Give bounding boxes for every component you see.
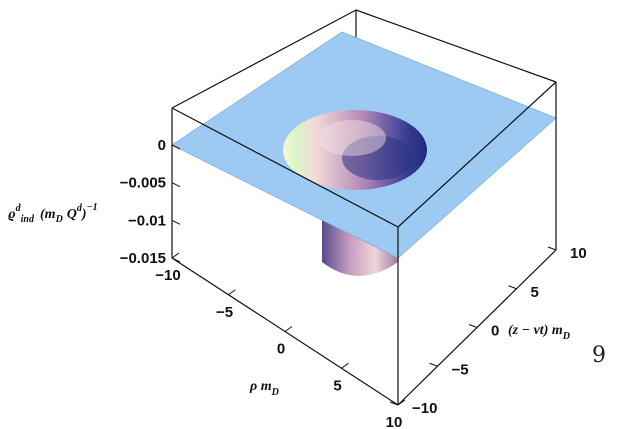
x-axis-ticks: −10 −5 0 5 10 <box>155 252 406 429</box>
z-axis-ticks: 0 −0.005 −0.01 −0.015 <box>120 137 181 267</box>
x-tick-label: −10 <box>155 267 180 284</box>
x-tick-mark <box>341 362 349 369</box>
z-tick-mark <box>171 144 181 150</box>
y-tick-label: 10 <box>570 245 587 262</box>
z-tick-label: −0.01 <box>128 212 166 229</box>
page-number: 9 <box>592 343 606 368</box>
y-tick-label: 5 <box>531 284 539 301</box>
y-tick-label: −10 <box>412 400 437 417</box>
x-tick-mark <box>228 289 236 296</box>
plateau-surface <box>171 31 557 259</box>
x-tick-mark <box>284 326 293 332</box>
x-tick-label: 0 <box>277 341 285 358</box>
y-axis-label: (z − vt) mD <box>508 323 570 342</box>
y-tick-mark <box>389 401 399 406</box>
x-tick-label: 10 <box>386 414 403 429</box>
y-tick-mark <box>468 324 478 328</box>
y-tick-label: −5 <box>452 361 469 378</box>
x-tick-mark <box>397 399 406 406</box>
y-tick-mark <box>547 246 557 251</box>
z-tick-mark <box>171 182 181 188</box>
x-tick-mark <box>171 252 180 259</box>
x-tick-label: 5 <box>333 377 341 394</box>
x-tick-label: −5 <box>216 304 233 321</box>
z-tick-label: −0.015 <box>120 250 166 267</box>
x-axis-label: ρ mD <box>249 379 279 398</box>
y-tick-mark <box>429 362 438 367</box>
z-tick-label: −0.005 <box>120 175 166 192</box>
z-tick-label: 0 <box>158 137 166 154</box>
y-tick-mark <box>508 285 517 290</box>
y-tick-label: 0 <box>491 323 499 340</box>
y-axis-ticks: −10 −5 0 5 10 <box>389 245 587 417</box>
z-tick-mark <box>171 257 181 263</box>
z-tick-mark <box>171 219 181 225</box>
